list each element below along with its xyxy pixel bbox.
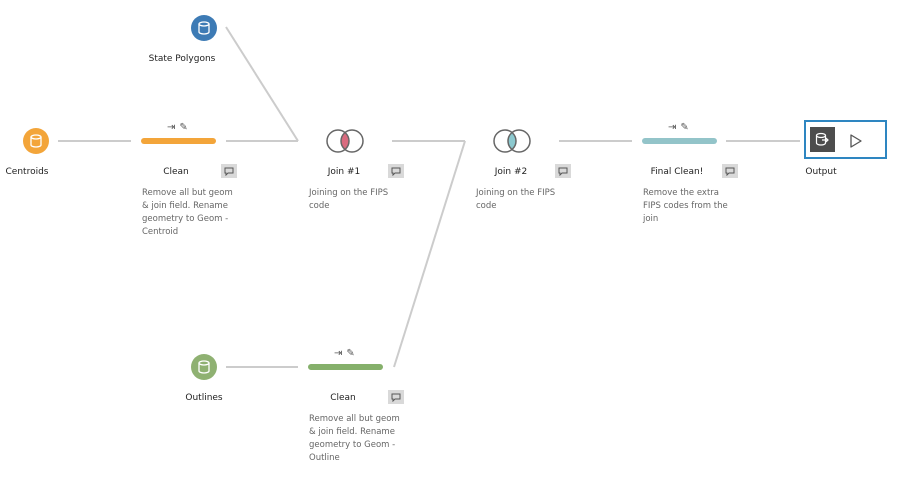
clean1-step[interactable]	[141, 138, 216, 144]
clean2-step[interactable]	[308, 364, 383, 370]
join1-node[interactable]	[325, 128, 365, 154]
centroids-input[interactable]	[23, 128, 49, 154]
clean1-label: Clean	[163, 167, 189, 177]
clean1-tools: ⇥ ✎	[167, 123, 188, 133]
edit-icon[interactable]: ✎	[346, 348, 355, 359]
comment-icon	[725, 167, 735, 176]
exit-icon[interactable]: ⇥	[167, 122, 176, 133]
database-icon	[198, 360, 210, 374]
database-icon	[198, 21, 210, 35]
comment-icon	[558, 167, 568, 176]
output-node[interactable]	[804, 120, 887, 159]
clean2-label: Clean	[330, 393, 356, 403]
edit-icon[interactable]: ✎	[680, 122, 689, 133]
output-icon	[815, 132, 829, 146]
join2-description: Joining on the FIPS code	[476, 188, 556, 211]
comment-icon	[391, 167, 401, 176]
output-icon[interactable]	[810, 127, 835, 152]
comment-icon	[224, 167, 234, 176]
join1-description: Joining on the FIPS code	[309, 188, 389, 211]
comment-icon	[391, 393, 401, 402]
outlines-label: Outlines	[185, 393, 223, 403]
connector-line	[393, 140, 466, 368]
exit-icon[interactable]: ⇥	[334, 348, 343, 359]
play-icon[interactable]	[848, 133, 864, 149]
final-clean-description: Remove the extra FIPS codes from the joi…	[643, 188, 728, 224]
clean1-comment-button[interactable]	[221, 164, 237, 178]
exit-icon[interactable]: ⇥	[668, 122, 677, 133]
final-clean-comment-button[interactable]	[722, 164, 738, 178]
connector-line	[225, 26, 299, 142]
output-label: Output	[805, 167, 837, 177]
state-polygons-input[interactable]	[191, 15, 217, 41]
join2-comment-button[interactable]	[555, 164, 571, 178]
centroids-label: Centroids	[5, 167, 49, 177]
state-polygons-label: State Polygons	[148, 54, 216, 64]
final-clean-label: Final Clean!	[650, 167, 704, 177]
database-icon	[30, 134, 42, 148]
join2-label: Join #2	[494, 167, 528, 177]
clean1-description: Remove all but geom & join field. Rename…	[142, 188, 233, 237]
final-clean-step[interactable]	[642, 138, 717, 144]
final-clean-tools: ⇥ ✎	[668, 123, 689, 133]
join1-label: Join #1	[327, 167, 361, 177]
clean2-tools: ⇥ ✎	[334, 349, 355, 359]
clean2-comment-button[interactable]	[388, 390, 404, 404]
join2-node[interactable]	[492, 128, 532, 154]
clean2-description: Remove all but geom & join field. Rename…	[309, 414, 400, 463]
join1-comment-button[interactable]	[388, 164, 404, 178]
outlines-input[interactable]	[191, 354, 217, 380]
edit-icon[interactable]: ✎	[179, 122, 188, 133]
